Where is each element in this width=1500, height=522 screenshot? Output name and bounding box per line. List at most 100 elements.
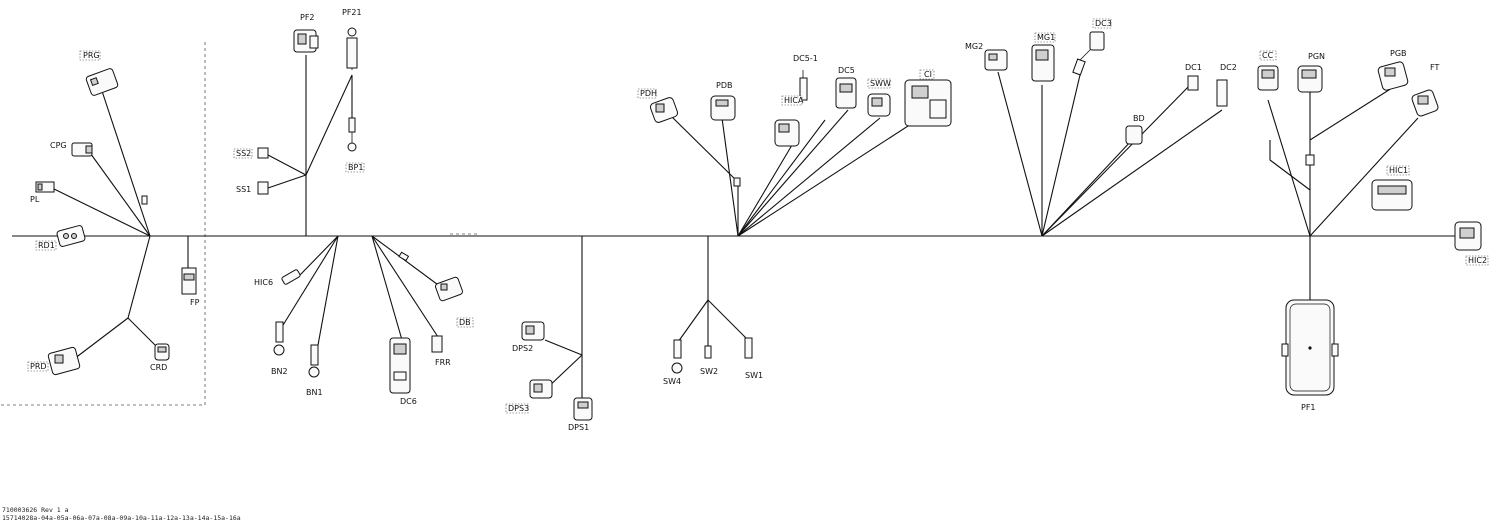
document-id: 710003626 Rev 1 a	[2, 506, 69, 514]
connector-dps2	[521, 321, 545, 341]
connector-crd	[154, 343, 170, 361]
connector-dc2	[1216, 79, 1228, 107]
label-dc3: DC3	[1095, 19, 1112, 28]
label-db: DB	[459, 318, 471, 327]
connector-pf21	[346, 27, 358, 69]
middle-left-fan: HIC6 BN2 BN1 DC6 FRR DB	[254, 235, 474, 406]
dps-cluster: DPS2 DPS3 DPS1	[505, 236, 593, 432]
connector-mg2	[984, 49, 1008, 71]
connector-fp	[181, 267, 197, 295]
label-hic6: HIC6	[254, 278, 273, 287]
connector-sww	[867, 93, 891, 117]
label-dc2: DC2	[1220, 63, 1237, 72]
label-frr: FRR	[435, 358, 451, 367]
connector-cc	[1257, 65, 1279, 91]
connector-pgn	[1297, 65, 1323, 93]
label-dps1: DPS1	[568, 423, 589, 432]
section-boundary	[0, 42, 206, 406]
label-bp1: BP1	[348, 163, 363, 172]
label-cpg: CPG	[50, 141, 67, 150]
connector-dps1	[573, 397, 593, 421]
connector-ci	[904, 79, 952, 127]
connector-dc1	[1187, 75, 1199, 91]
left-cluster: PRG CPG PL RD1 PRD	[27, 50, 200, 376]
center-upper-fan: PDH PDB DC5-1 HICA DC5 SWW	[637, 54, 952, 237]
document-pages: 15714028a-04a-05a-06a-07a-08a-09a-10a-11…	[2, 514, 241, 522]
connector-hic6	[281, 269, 301, 285]
pf2-cluster: PF2 PF21 BP1 SS2 SS1	[233, 8, 365, 236]
label-hic1: HIC1	[1389, 166, 1408, 175]
label-ss2: SS2	[236, 149, 251, 158]
connector-hica	[774, 119, 800, 147]
label-hic2: HIC2	[1468, 256, 1487, 265]
label-dps3: DPS3	[508, 404, 529, 413]
connector-dc5-1	[799, 77, 808, 101]
label-crd: CRD	[150, 363, 167, 372]
label-dc1: DC1	[1185, 63, 1202, 72]
connector-prd	[47, 346, 81, 376]
connector-db	[434, 276, 464, 302]
connector-rd1	[56, 225, 86, 247]
label-sw4: SW4	[663, 377, 681, 386]
sw-cluster: SW4 SW2 SW1	[663, 236, 763, 386]
label-mg1: MG1	[1037, 33, 1055, 42]
connector-dc5	[835, 77, 857, 109]
connector-ss2	[257, 147, 269, 159]
connector-mg1	[1031, 44, 1055, 82]
label-pgn: PGN	[1308, 52, 1325, 61]
connector-frr	[431, 335, 443, 353]
label-prg: PRG	[83, 51, 100, 60]
label-rd1: RD1	[38, 241, 55, 250]
label-prd: PRD	[30, 362, 47, 371]
label-sw1: SW1	[745, 371, 763, 380]
connector-pdh	[649, 97, 679, 123]
label-dc6: DC6	[400, 397, 417, 406]
label-fp: FP	[190, 298, 200, 307]
fuse-box-pf1	[1281, 299, 1339, 396]
connector-dps3	[529, 379, 553, 399]
connector-dc6	[389, 337, 411, 394]
right-center-fan: MG2 MG1 DC3 BD DC1 DC2	[965, 18, 1237, 237]
label-dps2: DPS2	[512, 344, 533, 353]
label-sww: SWW	[870, 79, 891, 88]
label-pl: PL	[30, 195, 40, 204]
label-ft: FT	[1430, 63, 1439, 72]
label-dc5-1: DC5-1	[793, 54, 818, 63]
connector-prg	[85, 68, 119, 96]
connector-ft	[1411, 89, 1439, 117]
label-dc5: DC5	[838, 66, 855, 75]
connector-cpg	[71, 142, 93, 157]
label-mg2: MG2	[965, 42, 983, 51]
far-right-cluster: CC PGN PGB FT HIC1 HIC2	[1257, 49, 1489, 412]
connector-hic2	[1454, 221, 1482, 251]
label-pf1: PF1	[1301, 403, 1316, 412]
connector-ss1	[257, 181, 269, 195]
label-pgb: PGB	[1390, 49, 1407, 58]
label-bn2: BN2	[271, 367, 288, 376]
connector-pl	[35, 181, 55, 193]
label-bd: BD	[1133, 114, 1145, 123]
connector-sw1	[744, 337, 753, 359]
connector-bd	[1125, 125, 1143, 145]
connector-pdb	[710, 95, 736, 121]
connector-pgb	[1377, 61, 1409, 91]
label-pdh: PDH	[640, 89, 657, 98]
label-pdb: PDB	[716, 81, 732, 90]
connector-bn1	[308, 344, 320, 378]
label-ss1: SS1	[236, 185, 251, 194]
label-sw2: SW2	[700, 367, 718, 376]
connector-pf2	[293, 29, 319, 53]
label-hica: HICA	[784, 96, 804, 105]
connector-hic1	[1371, 179, 1413, 211]
label-ci: CI	[924, 70, 932, 79]
label-bn1: BN1	[306, 388, 323, 397]
label-pf21: PF21	[342, 8, 362, 17]
connector-sw4	[671, 339, 683, 374]
label-cc: CC	[1262, 51, 1274, 60]
connector-dc3	[1072, 31, 1105, 76]
label-pf2: PF2	[300, 13, 315, 22]
connector-sw2	[704, 345, 712, 359]
connector-bn2	[273, 321, 285, 356]
connector-bp1	[347, 117, 357, 152]
